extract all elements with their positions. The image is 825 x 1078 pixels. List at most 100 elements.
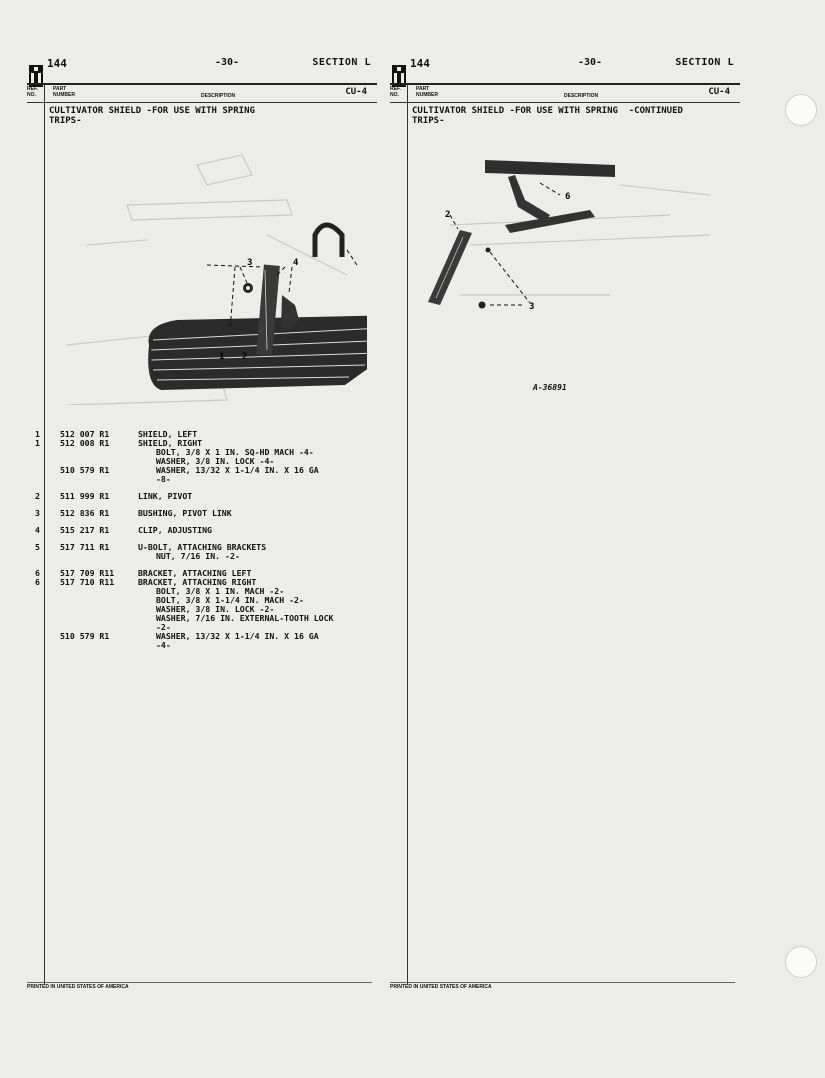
part-number: 517 710 R11 — [60, 577, 115, 587]
callout-1: 1 — [219, 352, 224, 362]
header-rule — [390, 83, 740, 85]
section-title: CULTIVATOR SHIELD -FOR USE WITH SPRING T… — [49, 106, 255, 126]
section-label: SECTION L — [312, 57, 371, 68]
callout-6: 6 — [565, 192, 570, 202]
part-number: 512 008 R1 — [60, 438, 110, 448]
part-number: 512 007 R1 — [60, 429, 110, 439]
part-number: 511 999 R1 — [60, 491, 110, 501]
part-number: 512 836 R1 — [60, 508, 110, 518]
ref-number: 3 — [35, 508, 40, 518]
header-rule-lower — [390, 102, 740, 103]
page-center-number: -30- — [578, 57, 603, 68]
part-description: WASHER, 7/16 IN. EXTERNAL-TOOTH LOCK — [156, 613, 334, 623]
footer-rule — [27, 982, 372, 983]
part-description: WASHER, 3/8 IN. LOCK -2- — [156, 604, 275, 614]
footer-rule — [390, 982, 735, 983]
printed-notice: PRINTED IN UNITED STATES OF AMERICA — [390, 984, 492, 990]
parts-row: 6 517 710 R11 BRACKET, ATTACHING RIGHT — [27, 578, 377, 587]
section-title: CULTIVATOR SHIELD -FOR USE WITH SPRING -… — [412, 106, 683, 126]
catalog-code: CU-4 — [708, 87, 730, 97]
parts-row: WASHER, 3/8 IN. LOCK -4- — [27, 457, 377, 466]
description-header: DESCRIPTION — [201, 93, 236, 99]
part-number-header: PART NUMBER — [416, 86, 438, 98]
part-description: WASHER, 13/32 X 1-1/4 IN. X 16 GA — [156, 465, 319, 475]
ref-number: 4 — [35, 525, 40, 535]
callout-4: 4 — [293, 258, 299, 268]
part-description: BOLT, 3/8 X 1 IN. MACH -2- — [156, 586, 285, 596]
ih-logo-icon — [29, 65, 43, 87]
part-number: 517 709 R11 — [60, 568, 115, 578]
parts-row: -2- — [27, 623, 377, 632]
catalog-code: CU-4 — [345, 87, 367, 97]
part-description: BOLT, 3/8 X 1 IN. SQ-HD MACH -4- — [156, 447, 314, 457]
part-description: LINK, PIVOT — [138, 491, 193, 501]
callout-2: 2 — [445, 210, 450, 220]
parts-row: -8- — [27, 475, 377, 484]
part-description: BRACKET, ATTACHING RIGHT — [138, 577, 257, 587]
callout-3: 3 — [247, 258, 252, 268]
bracket-illustration: 6 2 3 — [410, 155, 730, 355]
page-center-number: -30- — [215, 57, 240, 68]
part-description: SHIELD, RIGHT — [138, 438, 203, 448]
ref-number: 6 — [35, 577, 40, 587]
header-rule — [27, 83, 377, 85]
ref-number: 1 — [35, 429, 40, 439]
part-number-header: PART NUMBER — [53, 86, 75, 98]
binder-hole-bottom — [785, 946, 817, 978]
parts-row: NUT, 7/16 IN. -2- — [27, 552, 377, 561]
part-description: WASHER, 3/8 IN. LOCK -4- — [156, 456, 275, 466]
part-number: 517 711 R1 — [60, 542, 110, 552]
part-number: 510 579 R1 — [60, 631, 110, 641]
parts-row: 5 517 711 R1 U-BOLT, ATTACHING BRACKETS — [27, 543, 377, 552]
ref-column-divider — [407, 85, 408, 985]
parts-row: BOLT, 3/8 X 1 IN. SQ-HD MACH -4- — [27, 448, 377, 457]
ref-column-divider — [44, 85, 45, 985]
page-number: 144 — [47, 57, 67, 70]
part-description: -4- — [156, 640, 171, 650]
ref-number: 1 — [35, 438, 40, 448]
shield-illustration: 1 2 3 4 5 — [67, 145, 367, 405]
parts-row: 1 512 008 R1 SHIELD, RIGHT — [27, 439, 377, 448]
ih-logo-icon — [392, 65, 406, 87]
part-description: BUSHING, PIVOT LINK — [138, 508, 232, 518]
parts-row: 510 579 R1 WASHER, 13/32 X 1-1/4 IN. X 16… — [27, 632, 377, 641]
part-description: BRACKET, ATTACHING LEFT — [138, 568, 252, 578]
column-header: REF. NO. PART NUMBER DESCRIPTION CU-4 — [390, 85, 740, 103]
part-description: U-BOLT, ATTACHING BRACKETS — [138, 542, 267, 552]
ref-number: 2 — [35, 491, 40, 501]
ref-no-header: REF. NO. — [27, 86, 38, 98]
ref-number: 6 — [35, 568, 40, 578]
parts-row: 6 517 709 R11 BRACKET, ATTACHING LEFT — [27, 569, 377, 578]
header-rule-lower — [27, 102, 377, 103]
parts-row: 1 512 007 R1 SHIELD, LEFT — [27, 430, 377, 439]
part-description: BOLT, 3/8 X 1-1/4 IN. MACH -2- — [156, 595, 304, 605]
parts-row: BOLT, 3/8 X 1 IN. MACH -2- — [27, 587, 377, 596]
page-number: 144 — [410, 57, 430, 70]
illustration-number: A-36891 — [533, 383, 567, 392]
parts-row: 3 512 836 R1 BUSHING, PIVOT LINK — [27, 509, 377, 518]
parts-row: BOLT, 3/8 X 1-1/4 IN. MACH -2- — [27, 596, 377, 605]
parts-list: 1 512 007 R1 SHIELD, LEFT 1 512 008 R1 SHIELD… — [27, 430, 377, 650]
part-number: 510 579 R1 — [60, 465, 110, 475]
parts-row: 510 579 R1 WASHER, 13/32 X 1-1/4 IN. X 16… — [27, 466, 377, 475]
part-description: -2- — [156, 622, 171, 632]
parts-row: WASHER, 7/16 IN. EXTERNAL-TOOTH LOCK — [27, 614, 377, 623]
part-number: 515 217 R1 — [60, 525, 110, 535]
description-header: DESCRIPTION — [564, 93, 599, 99]
parts-row: 2 511 999 R1 LINK, PIVOT — [27, 492, 377, 501]
part-description: CLIP, ADJUSTING — [138, 525, 212, 535]
ref-number: 5 — [35, 542, 40, 552]
part-description: NUT, 7/16 IN. -2- — [156, 551, 240, 561]
left-column: 144 -30- SECTION L REF. NO. PART NUMBER … — [27, 55, 377, 995]
part-description: WASHER, 13/32 X 1-1/4 IN. X 16 GA — [156, 631, 319, 641]
column-header: REF. NO. PART NUMBER DESCRIPTION CU-4 — [27, 85, 377, 103]
right-column: 144 -30- SECTION L REF. NO. PART NUMBER … — [390, 55, 740, 995]
parts-row: WASHER, 3/8 IN. LOCK -2- — [27, 605, 377, 614]
part-description: SHIELD, LEFT — [138, 429, 198, 439]
binder-hole-top — [785, 94, 817, 126]
parts-row: 4 515 217 R1 CLIP, ADJUSTING — [27, 526, 377, 535]
ref-no-header: REF. NO. — [390, 86, 401, 98]
callout-3: 3 — [529, 302, 534, 312]
part-description: -8- — [156, 474, 171, 484]
